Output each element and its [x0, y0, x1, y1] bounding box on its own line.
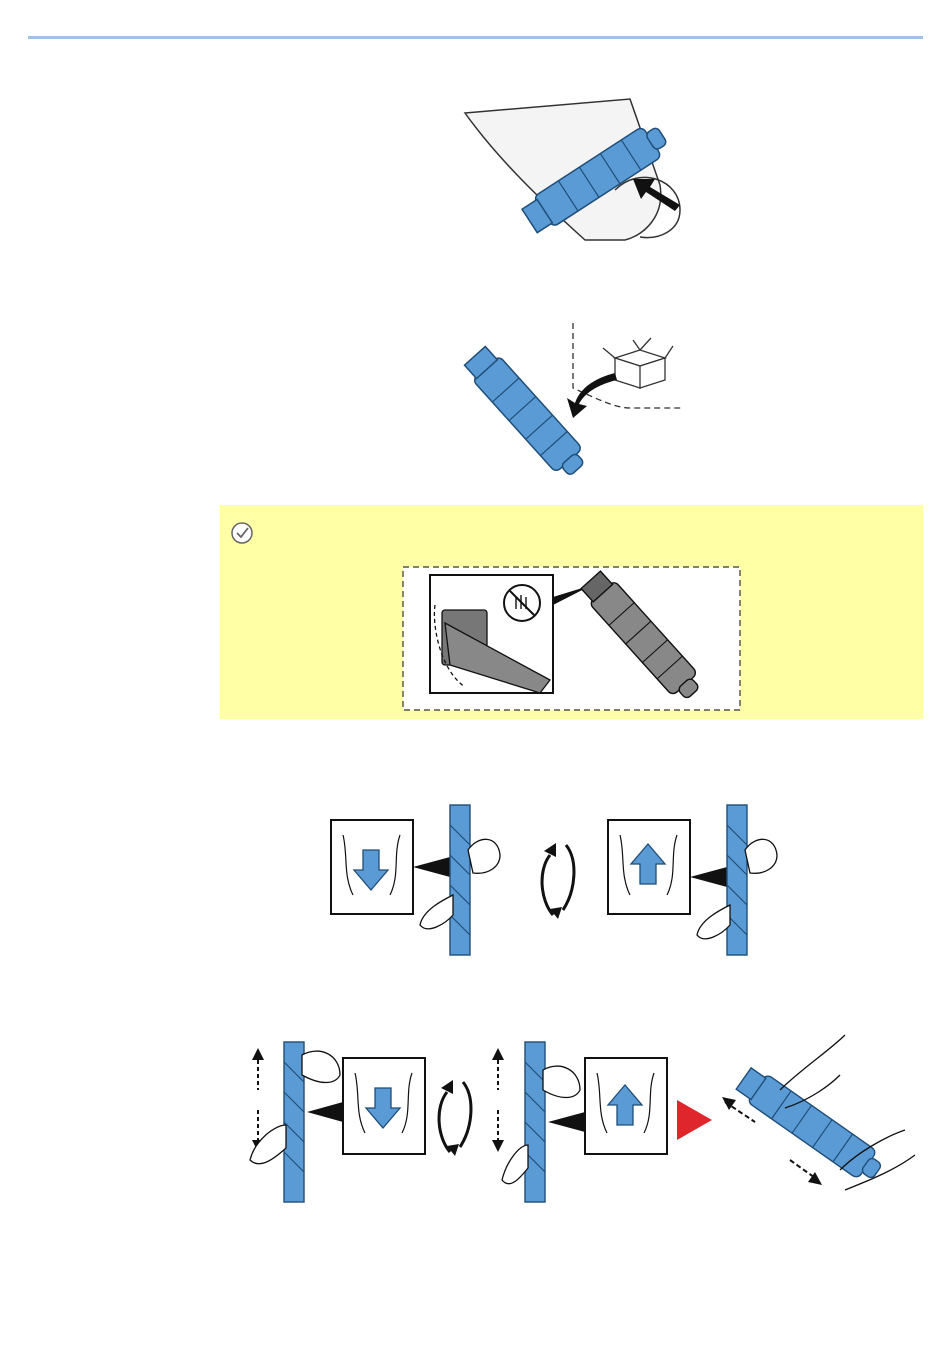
check-circle-icon: [232, 523, 252, 543]
no-touch-hand-icon: [504, 585, 540, 621]
figure-toner-in-bag: [455, 95, 695, 265]
rotate-icon: [439, 1080, 471, 1156]
note-box: [220, 505, 923, 719]
top-rule: [28, 36, 923, 39]
figure-shake-vertical: [328, 795, 788, 965]
figure-shake-horizontal: [240, 1030, 930, 1210]
red-play-arrow-icon: [677, 1100, 712, 1140]
toner-cartridge-icon: [462, 344, 591, 482]
figure-toner-out-of-box: [455, 318, 695, 488]
bag-icon: [465, 99, 680, 240]
toner-cartridge-icon: [734, 1065, 887, 1186]
rotate-icon: [542, 843, 574, 919]
curved-arrow-icon: [567, 373, 617, 418]
